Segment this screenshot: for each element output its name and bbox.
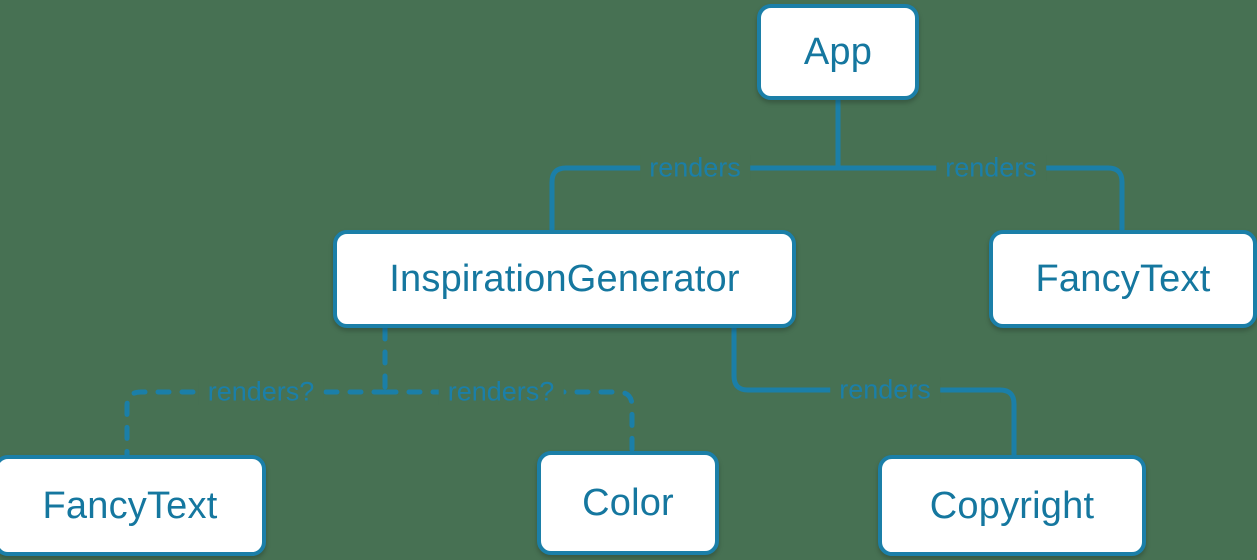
edge-label-inspgen-to-fancytext: renders? [198,378,324,406]
node-inspiration-generator[interactable]: InspirationGenerator [333,230,796,328]
node-copyright-label: Copyright [929,484,1095,527]
node-app-label: App [803,31,873,73]
edge-label-inspgen-to-copyright: renders [830,376,940,404]
node-copyright[interactable]: Copyright [878,455,1146,556]
node-fancytext-bottom-label: FancyText [42,484,218,527]
edge-label-app-to-fancytext: renders [936,154,1046,182]
edge-label-inspgen-to-color: renders? [438,378,564,406]
node-inspiration-generator-label: InspirationGenerator [389,258,740,300]
node-color[interactable]: Color [537,451,719,555]
edge-label-app-to-inspgen: renders [640,154,750,182]
node-fancytext-top-label: FancyText [1035,258,1211,300]
node-color-label: Color [582,482,674,524]
node-fancytext-bottom[interactable]: FancyText [0,455,266,556]
node-app[interactable]: App [757,4,919,100]
node-fancytext-top[interactable]: FancyText [989,230,1257,328]
